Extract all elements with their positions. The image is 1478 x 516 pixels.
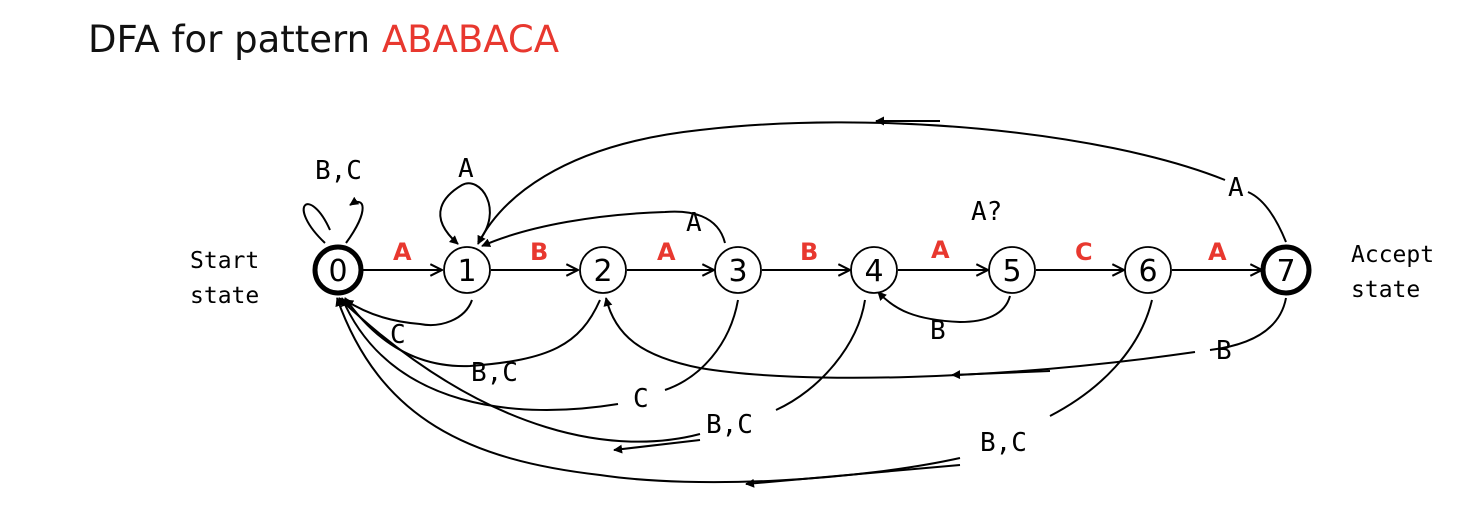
edge-0-0 bbox=[302, 202, 364, 244]
state-0-label: 0 bbox=[328, 254, 347, 289]
title-prefix: DFA for pattern bbox=[88, 18, 371, 61]
accept-state-label-line2: state bbox=[1351, 277, 1420, 303]
state-4-label: 4 bbox=[864, 254, 883, 289]
state-4-circle bbox=[850, 246, 898, 294]
label-7-2: B bbox=[1216, 336, 1232, 366]
edge-3-1 bbox=[481, 210, 726, 247]
diagram-title: DFA for pattern ABABACA bbox=[88, 18, 559, 61]
state-0-circle bbox=[312, 244, 364, 296]
state-6-circle bbox=[1124, 246, 1172, 294]
edge-7-2 bbox=[606, 298, 1287, 379]
label-6-0: B,C bbox=[980, 428, 1027, 458]
edge-4-0-arrow bbox=[613, 439, 701, 454]
state-1-label: 1 bbox=[457, 254, 476, 289]
label-3-1: A bbox=[686, 208, 702, 238]
edge-1-0 bbox=[344, 299, 473, 326]
start-state-label-line2: state bbox=[190, 283, 259, 309]
state-3-label: 3 bbox=[728, 254, 747, 289]
edge-2-0 bbox=[344, 297, 601, 368]
edge-5-4 bbox=[877, 291, 1011, 324]
edge-3-0 bbox=[342, 298, 739, 411]
state-6-label: 6 bbox=[1138, 254, 1157, 289]
title-pattern: ABABACA bbox=[381, 18, 560, 61]
label-0-0: B,C bbox=[315, 156, 362, 186]
states-group: 0 1 2 3 4 5 6 7 bbox=[312, 244, 1312, 296]
label-1-2: B bbox=[530, 238, 548, 266]
start-state-label-line1: Start bbox=[190, 248, 259, 274]
annotation-a-question: A? bbox=[971, 197, 1002, 227]
state-3-circle bbox=[714, 246, 762, 294]
label-4-5: A bbox=[931, 236, 950, 264]
label-2-3: A bbox=[657, 238, 676, 266]
edge-7-2-arrow bbox=[951, 370, 1051, 380]
label-4-0: B,C bbox=[706, 410, 753, 440]
label-1-1: A bbox=[458, 154, 474, 184]
label-0-1: A bbox=[393, 238, 412, 266]
state-7-circle bbox=[1260, 244, 1312, 296]
state-1-circle bbox=[443, 246, 491, 294]
label-7-1: A bbox=[1228, 173, 1244, 203]
label-6-7: A bbox=[1208, 238, 1227, 266]
edge-4-0 bbox=[339, 298, 866, 443]
state-5-label: 5 bbox=[1002, 254, 1021, 289]
edge-7-1 bbox=[478, 121, 1287, 244]
edge-6-0 bbox=[337, 298, 1153, 484]
state-2-circle bbox=[579, 246, 627, 294]
label-3-4: B bbox=[800, 238, 818, 266]
state-2-label: 2 bbox=[593, 254, 612, 289]
label-5-6: C bbox=[1075, 238, 1093, 266]
label-3-0: C bbox=[633, 384, 649, 414]
state-7-label: 7 bbox=[1276, 254, 1295, 289]
edge-6-0-arrow bbox=[745, 464, 961, 488]
edge-1-1 bbox=[439, 182, 491, 245]
state-5-circle bbox=[988, 246, 1036, 294]
accept-state-label-line1: Accept bbox=[1351, 242, 1434, 268]
label-1-0: C bbox=[390, 320, 406, 350]
label-5-4: B bbox=[930, 316, 946, 346]
label-2-0: B,C bbox=[471, 358, 518, 388]
